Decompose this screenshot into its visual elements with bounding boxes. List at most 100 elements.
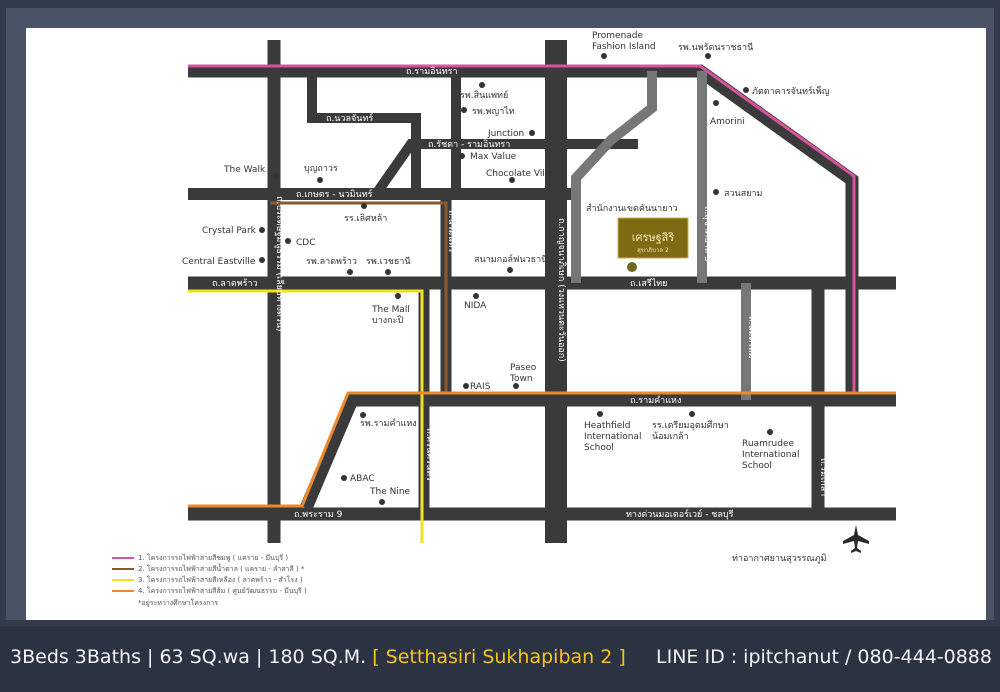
label-phyathai: รพ.พญาไท [472, 106, 515, 117]
label-nida: NIDA [464, 301, 487, 311]
label-seri-thai: ถ.เสรีไทย [630, 278, 667, 289]
label-sukhapiban3: ถ.สุขาภิบาล 3 [702, 206, 713, 262]
legend-label: 3. โครงการรถไฟฟ้าสายสีเหลือง ( ลาดพร้าว … [138, 575, 303, 584]
footer-listing-info: 3Beds 3Baths | 63 SQ.wa | 180 SQ.M. [ Se… [10, 646, 626, 668]
label-the-mall-line2: บางกะปิ [372, 315, 403, 326]
dot-marker-icon [259, 257, 265, 263]
map-frame: ถ.รามอินทรา ถ.นวลจันทร์ ถ.รัชดา - รามอิน… [6, 8, 994, 620]
label-heathfield-line1: Heathfield [584, 421, 630, 431]
label-paseo-line1: Paseo [510, 363, 537, 373]
dot-marker-icon [379, 499, 385, 505]
dot-marker-icon [713, 100, 719, 106]
label-airport: ท่าอากาศยานสุวรรณภูมิ [732, 553, 827, 564]
dot-marker-icon [341, 475, 347, 481]
label-ruamrudee-line2: International [742, 450, 799, 460]
project-sign-name: เศรษฐสิริ [632, 231, 675, 244]
label-triam-noi-line1: รร.เตรียมอุดมศึกษา [652, 420, 729, 431]
dot-marker-icon [360, 412, 366, 418]
label-nimitmai: ถ.นิมิตใหม่ [746, 316, 757, 359]
legend-label: 2. โครงการรถไฟฟ้าสายสีน้ำตาล ( แคราย - ล… [138, 562, 305, 573]
airplane-icon [843, 525, 869, 553]
road-labels: ถ.รามอินทรา ถ.นวลจันทร์ ถ.รัชดา - รามอิน… [212, 66, 829, 520]
dot-marker-icon [347, 269, 353, 275]
label-nuanchan: ถ.นวลจันทร์ [326, 112, 373, 124]
label-wetchathani: รพ.เวชธานี [366, 256, 411, 267]
label-ram-hosp: รพ.รามคำแหง [360, 418, 417, 429]
dot-marker-icon [601, 53, 607, 59]
label-sinpat: รพ.สินแพทย์ [460, 89, 508, 101]
label-nopparat: รพ.นพรัตนราชธานี [678, 42, 753, 53]
project-sign-sub: สุขาภิบาล 2 [637, 247, 669, 254]
pink-line [188, 64, 856, 394]
dot-marker-icon [529, 130, 535, 136]
dot-marker-icon [689, 411, 695, 417]
label-promenade-line2: Fashion Island [592, 42, 656, 52]
dot-marker-icon [285, 238, 291, 244]
label-phatakarn: ภัตตาคารจันทร์เพ็ญ [752, 84, 830, 97]
label-ruamrudee-line1: Ruamrudee [742, 439, 794, 449]
rail-lines [188, 64, 896, 543]
dot-marker-icon [705, 53, 711, 59]
footer-bar: 3Beds 3Baths | 63 SQ.wa | 180 SQ.M. [ Se… [0, 626, 1000, 692]
dot-marker-icon [395, 293, 401, 299]
legend-note: *อยู่ระหว่างศึกษาโครงการ [138, 598, 218, 607]
label-max-value: Max Value [470, 152, 517, 162]
orange-line [188, 391, 896, 508]
label-chocolate: Chocolate Ville [486, 169, 553, 179]
label-triam-noi: รร.เตรียมอุดมศึกษาน้อมเกล้า [652, 420, 729, 442]
minor-road-network [571, 71, 751, 400]
footer-specs: 3Beds 3Baths | 63 SQ.wa | 180 SQ.M. [10, 646, 367, 668]
label-heathfield-line3: School [584, 443, 614, 453]
dot-marker-icon [473, 293, 479, 299]
dot-marker-icon [361, 203, 367, 209]
label-ram-khamhaeng: ถ.รามคำแหง [630, 395, 681, 406]
label-cdc: CDC [296, 238, 316, 248]
brown-line [270, 201, 448, 394]
road-ram-khamhaeng [300, 393, 896, 511]
dot-marker-icon [509, 177, 515, 183]
label-soet-la: รร.เลิศหล้า [344, 213, 387, 224]
label-kanchanaphisek: ถ.กาญจนาภิเษก (วงแหวนตะวันออก) [556, 218, 567, 362]
label-rama9: ถ.พระราม 9 [294, 510, 343, 520]
legend-label: 4. โครงการรถไฟฟ้าสายสีส้ม ( ศูนย์วัฒนธรร… [138, 586, 307, 595]
label-the-nine: The Nine [369, 487, 411, 497]
label-the-walk: The Walk [223, 165, 266, 175]
footer-contact: LINE ID : ipitchanut / 080-444-0888 [656, 646, 992, 668]
road-sukhapiban2 [571, 71, 657, 283]
label-ratsada-ramintra: ถ.รัชดา - รามอินทรา [428, 139, 510, 150]
dot-marker-icon [459, 153, 465, 159]
dot-marker-icon [273, 173, 279, 179]
label-crystal: Crystal Park [202, 226, 257, 236]
label-khannayao: สำนักงานเขตคันนายาว [586, 203, 678, 214]
label-paseo-line2: Town [509, 374, 533, 384]
legend-label: 1. โครงการรถไฟฟ้าสายสีชมพู ( แคราย - มีน… [138, 553, 288, 562]
dot-marker-icon [479, 82, 485, 88]
label-amorini: Amorini [710, 117, 745, 127]
dot-marker-icon [463, 383, 469, 389]
label-pradit-manutham: ถ.ประดิษฐ์มนูธรรม (เลียบทางด่วน) [274, 196, 286, 332]
label-motorway: ทางด่วนมอเตอร์เวย์ - ชลบุรี [626, 508, 734, 520]
dot-marker-icon [743, 87, 749, 93]
road-ratsada-ramintra [371, 139, 638, 197]
label-lat-phrao-hosp: รพ.ลาดพร้าว [306, 256, 357, 267]
dot-marker-icon [713, 189, 719, 195]
label-abac: ABAC [350, 474, 375, 484]
label-bunkhawan: บุญถาวร [304, 164, 338, 174]
label-sanam-thong: สนามกอล์ฟนวธานี [474, 253, 547, 265]
label-junction: Junction [487, 129, 524, 139]
dot-marker-icon [597, 411, 603, 417]
dot-marker-icon [317, 177, 323, 183]
label-promenade-line1: Promenade [592, 31, 644, 41]
map-panel: ถ.รามอินทรา ถ.นวลจันทร์ ถ.รัชดา - รามอิน… [26, 28, 986, 620]
label-central: Central Eastville [182, 257, 256, 267]
label-kaset-nawamin: ถ.เกษตร - นวมินทร์ [296, 188, 373, 200]
label-ruamrudee-line3: School [742, 461, 772, 471]
label-rais: RAIS [470, 382, 491, 392]
label-srinakarin: ถ.ศรีนครินทร์ [424, 428, 436, 481]
place-markers [259, 53, 773, 505]
dot-marker-icon [513, 383, 519, 389]
label-heathfield-line2: International [584, 432, 641, 442]
